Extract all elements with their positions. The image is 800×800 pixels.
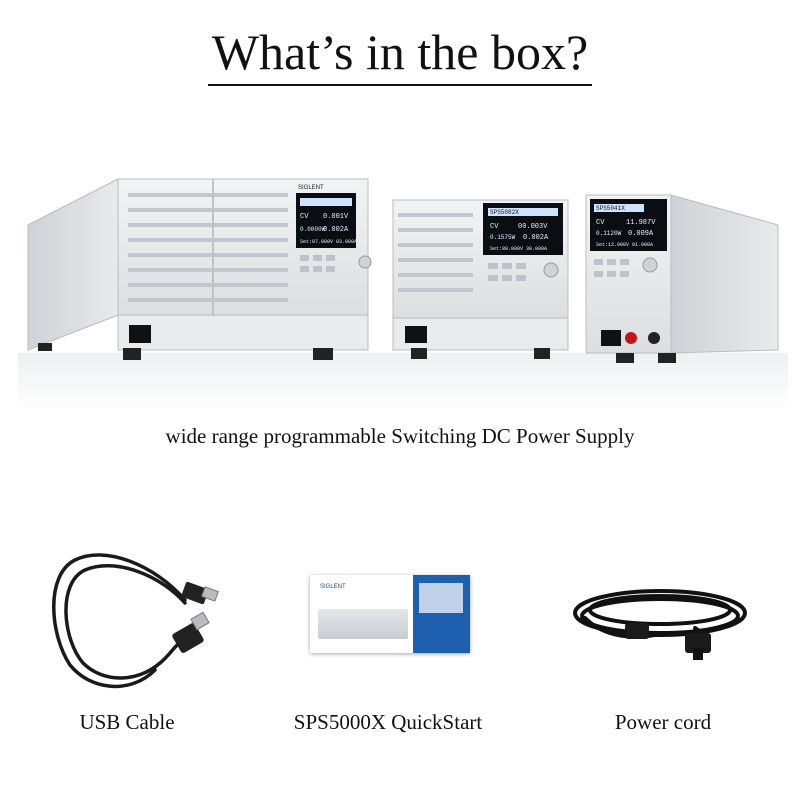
svg-text:Set:80.000V 30.000A: Set:80.000V 30.000A [490,246,547,252]
power-cord-image [573,589,747,660]
svg-text:0.1120W: 0.1120W [596,230,622,237]
svg-text:SPS5082X: SPS5082X [490,209,519,216]
svg-text:CV: CV [596,219,605,227]
quickstart-brochure: SIGLENT QuickStart [310,575,470,653]
power-supply-medium: SPS5082X CV 00.003V 0.1575W 0.002A Set:8… [392,199,569,359]
svg-text:0.002A: 0.002A [523,234,549,242]
svg-text:CV: CV [490,223,499,231]
svg-text:11.987V: 11.987V [626,219,656,227]
power-supplies-illustration: CV 0.001V 0.0000W 0.002A Set:07.000V 03.… [18,178,788,413]
hero-caption: wide range programmable Switching DC Pow… [165,424,635,448]
svg-text:0.1575W: 0.1575W [490,234,516,241]
svg-text:Set:12.000V 01.000A: Set:12.000V 01.000A [596,242,653,248]
svg-text:0.001V: 0.001V [323,213,349,221]
brochure-brand: SIGLENT [320,584,346,590]
svg-text:Set:07.000V 03.000A: Set:07.000V 03.000A [300,239,357,245]
brochure-title: QuickStart [435,615,464,621]
svg-text:SPS5041X: SPS5041X [596,205,625,212]
power-cord-label: Power cord [614,710,712,734]
page-title: What’s in the box? [0,22,800,86]
usb-cable-image [52,553,219,689]
power-supply-large: CV 0.001V 0.0000W 0.002A Set:07.000V 03.… [27,178,372,360]
svg-text:0.009A: 0.009A [628,230,654,238]
quickstart-label: SPS5000X QuickStart [293,710,483,734]
brochure-photo [318,609,408,639]
svg-text:0.002A: 0.002A [323,226,349,234]
svg-text:SIGLENT: SIGLENT [298,185,324,191]
power-supply-small: SPS5041X CV 11.987V 0.1120W 0.009A Set:1… [585,194,779,363]
svg-text:CV: CV [300,213,309,221]
svg-text:0.0000W: 0.0000W [300,226,326,233]
usb-cable-label: USB Cable [79,710,175,734]
brochure-blue-panel: QuickStart [413,575,470,653]
svg-text:00.003V: 00.003V [518,223,548,231]
